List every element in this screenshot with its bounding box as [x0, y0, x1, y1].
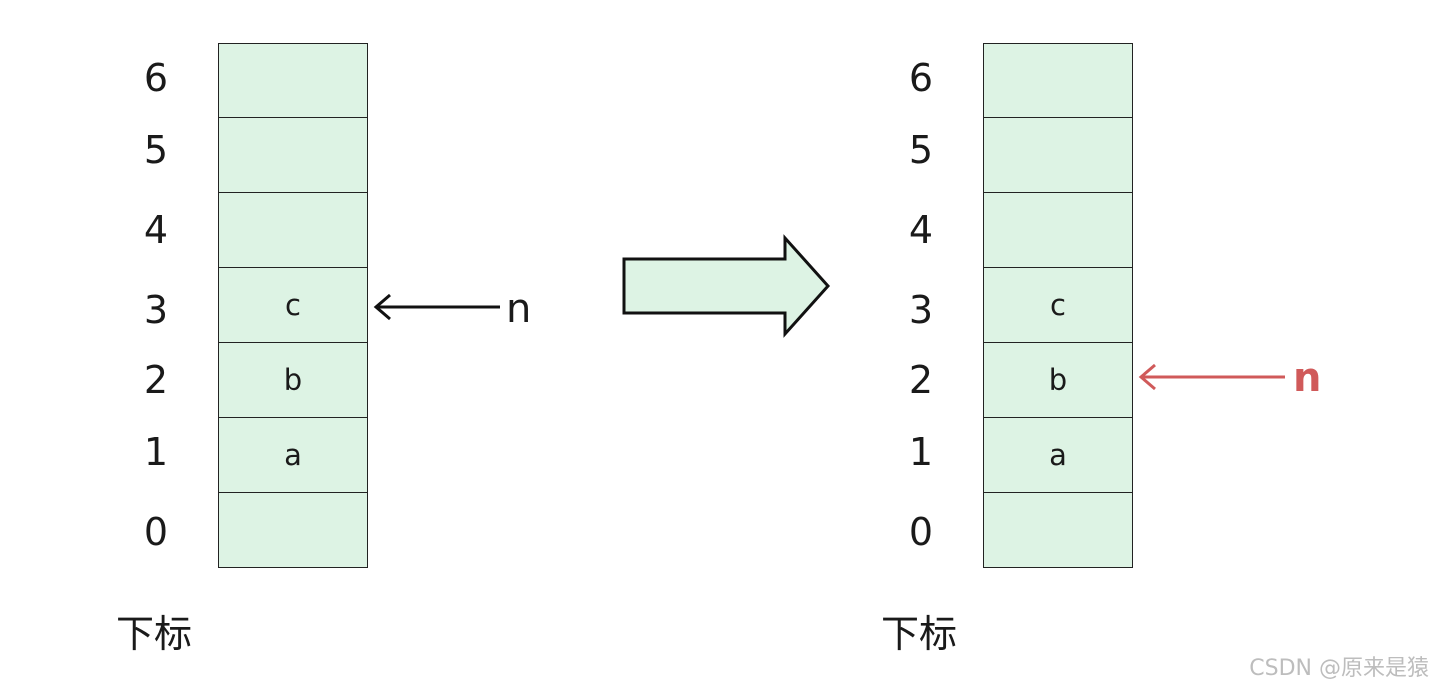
index-2: 2 — [908, 358, 934, 402]
pointer-arrow-icon — [373, 293, 500, 321]
stack-cell-2: b — [218, 343, 368, 418]
stack-array: c b a — [218, 43, 368, 568]
left-stack-panel: 6 5 4 3 2 1 0 c b a n 下标 — [0, 0, 700, 692]
index-caption: 下标 — [116, 612, 193, 656]
stack-cell-1: a — [218, 418, 368, 493]
index-6: 6 — [908, 56, 934, 100]
stack-cell-6 — [218, 43, 368, 118]
stack-cell-5 — [218, 118, 368, 193]
index-4: 4 — [908, 208, 934, 252]
watermark: CSDN @原来是猿 — [1249, 656, 1429, 681]
stack-cell-4 — [218, 193, 368, 268]
index-2: 2 — [143, 358, 169, 402]
stack-cell-3: c — [983, 268, 1133, 343]
stack-cell-1: a — [983, 418, 1133, 493]
index-5: 5 — [908, 128, 934, 172]
stack-cell-5 — [983, 118, 1133, 193]
right-stack-panel: 6 5 4 3 2 1 0 c b a n 下标 — [765, 0, 1437, 692]
index-1: 1 — [908, 430, 934, 474]
index-caption: 下标 — [881, 612, 958, 656]
stack-cell-0 — [218, 493, 368, 568]
pointer-label: n — [506, 286, 532, 332]
pointer-arrow-icon — [1138, 363, 1285, 391]
index-5: 5 — [143, 128, 169, 172]
index-1: 1 — [143, 430, 169, 474]
index-4: 4 — [143, 208, 169, 252]
stack-cell-4 — [983, 193, 1133, 268]
pointer-label: n — [1293, 355, 1322, 401]
stack-cell-2: b — [983, 343, 1133, 418]
stack-cell-0 — [983, 493, 1133, 568]
index-0: 0 — [908, 510, 934, 554]
index-3: 3 — [143, 288, 169, 332]
stack-cell-3: c — [218, 268, 368, 343]
stack-array: c b a — [983, 43, 1133, 568]
index-3: 3 — [908, 288, 934, 332]
transition-arrow-icon — [622, 234, 831, 338]
stack-cell-6 — [983, 43, 1133, 118]
index-6: 6 — [143, 56, 169, 100]
index-0: 0 — [143, 510, 169, 554]
